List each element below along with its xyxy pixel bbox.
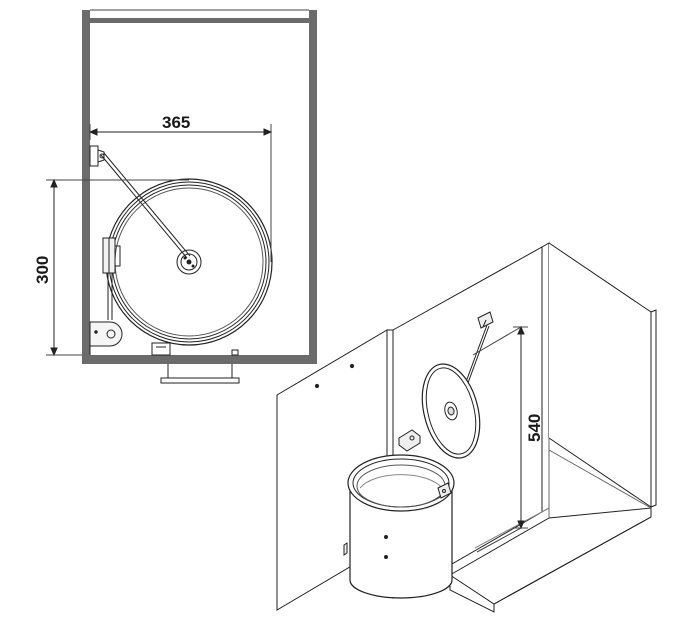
cabinet-left-wall — [82, 10, 90, 364]
iso-bin-rim — [347, 454, 455, 512]
cabinet-top-shelf — [90, 18, 309, 23]
iso-bin-body — [349, 485, 453, 599]
depth-dimension-label: 300 — [33, 256, 52, 284]
drawer-handle — [167, 364, 233, 379]
cabinet-bottom-wall — [82, 355, 317, 364]
cabinet-right-panel — [548, 242, 652, 508]
height-dimension-label: 540 — [525, 414, 544, 442]
top-view — [46, 9, 317, 384]
bin-lid-centre — [176, 249, 202, 275]
iso-hinge — [398, 429, 421, 452]
bin-mount-mechanism — [89, 321, 123, 347]
width-dimension-label: 365 — [162, 113, 190, 132]
cabinet-right-wall — [309, 10, 317, 364]
iso-view — [276, 242, 657, 613]
arm-bracket — [89, 145, 99, 167]
lid-arm — [100, 154, 188, 259]
